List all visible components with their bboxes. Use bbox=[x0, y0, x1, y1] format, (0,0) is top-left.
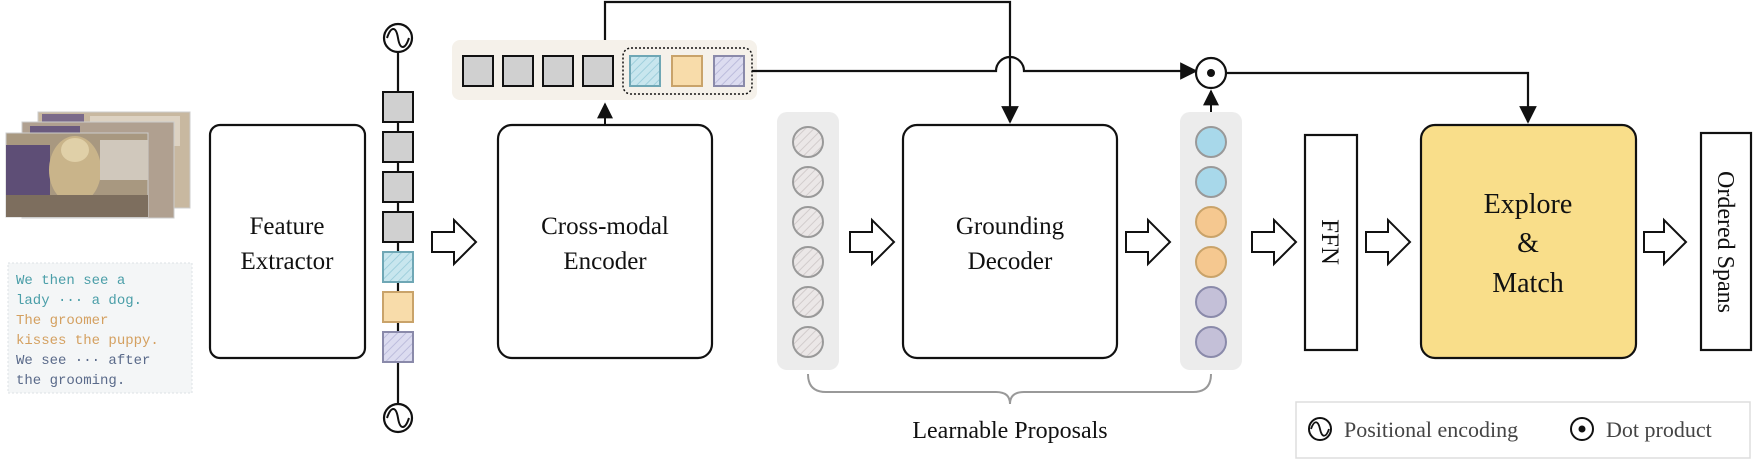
input-text-lines: We then see a lady ··· a dog. The groomer k… bbox=[16, 273, 159, 389]
proposals-label: Learnable Proposals bbox=[912, 418, 1107, 444]
proposal-query bbox=[792, 126, 824, 158]
text-token-blue bbox=[382, 251, 414, 283]
proposal-query bbox=[792, 246, 824, 278]
video-token bbox=[382, 131, 414, 163]
proposal-query bbox=[792, 326, 824, 358]
output-query-orange bbox=[1195, 206, 1227, 238]
input-text-line: lady ··· a dog. bbox=[16, 293, 142, 309]
grounding-decoder-box bbox=[901, 123, 1119, 360]
grounding-decoder-label-2: Decoder bbox=[968, 248, 1053, 275]
input-text-line: The groomer bbox=[16, 313, 108, 329]
hollow-arrow-icon bbox=[431, 217, 478, 267]
similarity-arrow bbox=[1226, 71, 1537, 124]
output-query-purple bbox=[1195, 326, 1227, 358]
proposal-query bbox=[792, 286, 824, 318]
input-text-line: the grooming. bbox=[16, 373, 125, 389]
proposal-query bbox=[792, 206, 824, 238]
text-token-purple bbox=[382, 331, 414, 363]
video-token bbox=[462, 55, 494, 87]
positional-encoding-icon bbox=[382, 402, 414, 434]
proposal-column bbox=[792, 126, 824, 358]
output-query-orange bbox=[1195, 246, 1227, 278]
ffn-box bbox=[1303, 133, 1359, 352]
video-token bbox=[382, 211, 414, 243]
positional-encoding-icon bbox=[1308, 417, 1332, 441]
hollow-arrow-icon bbox=[1365, 217, 1412, 267]
video-token bbox=[542, 55, 574, 87]
feature-extractor-label-1: Feature bbox=[250, 213, 325, 240]
hollow-arrow-icon bbox=[1251, 217, 1298, 267]
memory-arrow bbox=[603, 0, 1019, 124]
text-feature-arrow bbox=[752, 55, 1198, 80]
input-text-box bbox=[7, 262, 193, 394]
text-token-purple bbox=[713, 55, 745, 87]
text-token-blue bbox=[629, 55, 661, 87]
proposal-query bbox=[792, 166, 824, 198]
positional-encoding-icon bbox=[382, 22, 414, 54]
text-token-orange bbox=[382, 291, 414, 323]
video-token bbox=[582, 55, 614, 87]
cross-modal-encoder-label-2: Encoder bbox=[563, 248, 647, 275]
text-token-orange bbox=[671, 55, 703, 87]
input-text-line: We then see a bbox=[16, 273, 125, 289]
explore-match-box bbox=[1419, 123, 1638, 360]
video-token bbox=[382, 91, 414, 123]
explore-match-label-1: Explore bbox=[1484, 189, 1573, 220]
cross-modal-encoder-label-1: Cross-modal bbox=[541, 213, 669, 240]
hollow-arrow-icon bbox=[849, 217, 896, 267]
explore-match-label-2: & bbox=[1517, 228, 1539, 259]
video-token bbox=[382, 171, 414, 203]
input-text-line: kisses the puppy. bbox=[16, 333, 159, 349]
grounding-decoder-label-1: Grounding bbox=[956, 213, 1065, 240]
dot-product-icon bbox=[1570, 417, 1594, 441]
output-query-blue bbox=[1195, 166, 1227, 198]
ffn-label: FFN bbox=[1316, 219, 1343, 265]
output-query-blue bbox=[1195, 126, 1227, 158]
legend-dot-product-label: Dot product bbox=[1606, 417, 1712, 442]
input-text-line: We see ··· after bbox=[16, 353, 150, 369]
hollow-arrow-icon bbox=[1643, 217, 1688, 267]
cross-modal-encoder-box bbox=[496, 123, 714, 360]
video-token bbox=[502, 55, 534, 87]
output-query-purple bbox=[1195, 286, 1227, 318]
ordered-spans-label: Ordered Spans bbox=[1712, 171, 1738, 313]
feature-extractor-box bbox=[208, 123, 367, 360]
feature-extractor-label-2: Extractor bbox=[240, 248, 334, 275]
token-column bbox=[382, 91, 414, 363]
explore-match-label-3: Match bbox=[1492, 268, 1564, 299]
dot-product-icon bbox=[1194, 56, 1228, 90]
legend-box bbox=[1295, 401, 1751, 459]
ordered-spans-box bbox=[1699, 131, 1753, 352]
legend-positional-encoding-label: Positional encoding bbox=[1344, 417, 1518, 442]
proposals-brace bbox=[807, 373, 1212, 405]
hollow-arrow-icon bbox=[1125, 217, 1172, 267]
video-frames-thumbnail bbox=[5, 111, 191, 219]
